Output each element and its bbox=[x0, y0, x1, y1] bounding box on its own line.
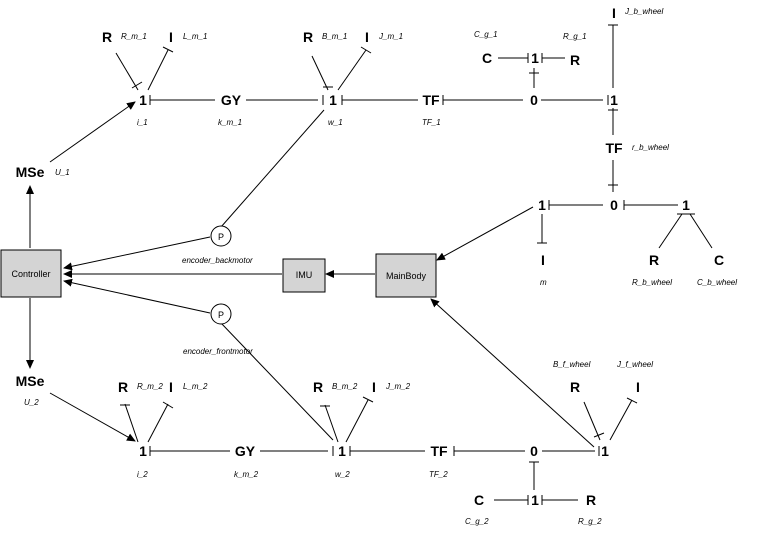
junction-w-1: 1 bbox=[329, 92, 337, 108]
l-m-1-label: L_m_1 bbox=[183, 32, 207, 41]
c-b-wheel: C bbox=[714, 252, 724, 268]
j-b-wheel: I bbox=[612, 5, 616, 21]
i-2-label: i_2 bbox=[137, 470, 148, 479]
r-f-wheel: R bbox=[570, 379, 580, 395]
tf-2-label: TF_2 bbox=[429, 470, 448, 479]
l-m-1: I bbox=[169, 29, 173, 45]
j-m-1: I bbox=[365, 29, 369, 45]
encoder-frontmotor-circle bbox=[210, 303, 232, 325]
tf-1: TF bbox=[422, 92, 440, 108]
w-1-label: w_1 bbox=[328, 118, 343, 127]
j-b-wheel-label: J_b_wheel bbox=[624, 7, 663, 16]
tf-b-wheel: TF bbox=[605, 140, 623, 156]
r-m-2: R bbox=[118, 379, 128, 395]
j-f-wheel-label: J_f_wheel bbox=[616, 360, 653, 369]
controller-label: Controller bbox=[11, 269, 50, 279]
encoder-backmotor-label: encoder_backmotor bbox=[182, 256, 253, 265]
r-m-1: R bbox=[102, 29, 112, 45]
bonds bbox=[115, 24, 713, 505]
i-1-label: i_1 bbox=[137, 118, 148, 127]
junction-i-1: 1 bbox=[139, 92, 147, 108]
r-b-wheel: R bbox=[649, 252, 659, 268]
mainbody-block bbox=[375, 253, 437, 298]
mse-1: MSe bbox=[16, 164, 45, 180]
w-2-label: w_2 bbox=[335, 470, 350, 479]
imu-label: IMU bbox=[296, 270, 313, 280]
l-m-2: I bbox=[169, 379, 173, 395]
junction-i-2: 1 bbox=[139, 443, 147, 459]
gy-2: GY bbox=[235, 443, 256, 459]
signal-arrows bbox=[26, 101, 595, 448]
tf-2: TF bbox=[430, 443, 448, 459]
b-m-1: R bbox=[303, 29, 313, 45]
tf-1-label: TF_1 bbox=[422, 118, 441, 127]
r-m-1-label: R_m_1 bbox=[121, 32, 147, 41]
c-b-wheel-label: C_b_wheel bbox=[697, 278, 737, 287]
junction-g-1: 1 bbox=[531, 50, 539, 66]
r-m-2-label: R_m_2 bbox=[137, 382, 163, 391]
gy-1: GY bbox=[221, 92, 242, 108]
zero-junction-bottom: 0 bbox=[530, 443, 538, 459]
j-m-2: I bbox=[372, 379, 376, 395]
junction-f-wheel: 1 bbox=[601, 443, 609, 459]
controller-block bbox=[0, 249, 62, 298]
r-g-1-label: R_g_1 bbox=[563, 32, 587, 41]
k-m-2-label: k_m_2 bbox=[234, 470, 259, 479]
r-g-1: R bbox=[570, 52, 580, 68]
encoder-frontmotor-label: encoder_frontmotor bbox=[183, 347, 253, 356]
m-label: m bbox=[540, 278, 547, 287]
b-f-wheel-label: B_f_wheel bbox=[553, 360, 591, 369]
junction-m: 1 bbox=[538, 197, 546, 213]
r-g-2: R bbox=[586, 492, 596, 508]
k-m-1-label: k_m_1 bbox=[218, 118, 242, 127]
junction-rc: 1 bbox=[682, 197, 690, 213]
c-g-1-label: C_g_1 bbox=[474, 30, 498, 39]
b-m-2: R bbox=[313, 379, 323, 395]
j-m-1-label: J_m_1 bbox=[378, 32, 403, 41]
junction-g-2: 1 bbox=[531, 492, 539, 508]
c-g-1: C bbox=[482, 50, 492, 66]
zero-junction-top: 0 bbox=[530, 92, 538, 108]
b-m-1-label: B_m_1 bbox=[322, 32, 347, 41]
i-m: I bbox=[541, 252, 545, 268]
j-m-2-label: J_m_2 bbox=[385, 382, 411, 391]
b-m-2-label: B_m_2 bbox=[332, 382, 358, 391]
mainbody-label: MainBody bbox=[386, 271, 427, 281]
c-g-2-label: C_g_2 bbox=[465, 517, 489, 526]
junction-w-2: 1 bbox=[338, 443, 346, 459]
r-b-wheel-ratio-label: r_b_wheel bbox=[632, 143, 669, 152]
mse-2-label: U_2 bbox=[24, 398, 39, 407]
i-f-wheel: I bbox=[636, 379, 640, 395]
encoder-backmotor-symbol: P bbox=[218, 232, 224, 242]
zero-junction-mid: 0 bbox=[610, 197, 618, 213]
parameter-labels: U_1 U_2 encoder_backmotor encoder_frontm… bbox=[24, 7, 737, 526]
junction-b-wheel: 1 bbox=[610, 92, 618, 108]
mse-2: MSe bbox=[16, 373, 45, 389]
c-g-2: C bbox=[474, 492, 484, 508]
l-m-2-label: L_m_2 bbox=[183, 382, 208, 391]
encoder-frontmotor-symbol: P bbox=[218, 310, 224, 320]
encoder-backmotor-circle bbox=[210, 225, 232, 247]
imu-block bbox=[282, 258, 326, 293]
bond-graph-elements: MSe MSe R I 1 GY R I 1 TF 0 C 1 R I 1 TF… bbox=[16, 5, 724, 508]
r-b-wheel-label: R_b_wheel bbox=[632, 278, 672, 287]
mse-1-label: U_1 bbox=[55, 168, 70, 177]
r-g-2-label: R_g_2 bbox=[578, 517, 602, 526]
